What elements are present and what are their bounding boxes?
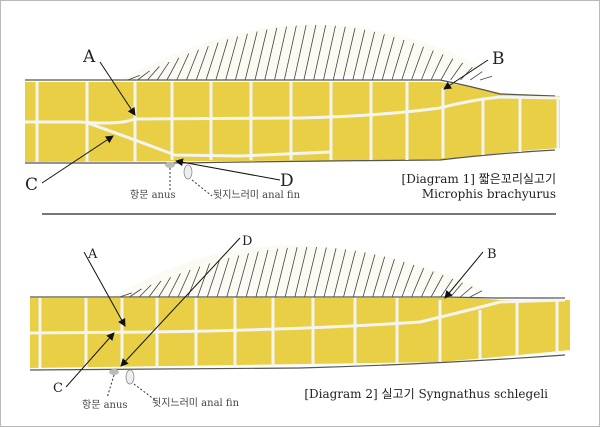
anal-fin-label-2: 뒷지느러미 anal fin <box>152 396 240 409</box>
dorsal-fin-1 <box>120 24 490 80</box>
label-a-2: A <box>87 247 98 262</box>
label-d-1: D <box>280 171 294 191</box>
section-divider <box>42 213 556 215</box>
label-d-2: D <box>242 234 252 249</box>
label-c-2: C <box>53 381 63 396</box>
caption-1-line1: [Diagram 1] 짧은꼬리실고기 <box>402 172 556 186</box>
anal-fin-marker-1 <box>183 164 193 180</box>
anal-fin-marker-2 <box>125 369 135 385</box>
diagram-1: A B C D 항문 anus 뒷지느러미 anal fin [Diagram … <box>25 24 561 201</box>
anus-marker-1 <box>165 162 175 168</box>
anal-fin-label-1: 뒷지느러미 anal fin <box>213 188 301 201</box>
body-segments-1 <box>25 79 561 164</box>
body-segments-2 <box>29 296 570 371</box>
label-b-1: B <box>492 49 505 69</box>
label-a-1: A <box>82 47 96 67</box>
diagram-2: A B C D 항문 anus 뒷지느러미 anal fin [Diagram … <box>29 234 570 411</box>
caption-1-line2: Microphis brachyurus <box>422 187 556 201</box>
label-b-2: B <box>487 247 497 262</box>
anus-label-2: 항문 anus <box>82 399 128 411</box>
anus-marker-2 <box>109 369 119 375</box>
caption-2: [Diagram 2] 실고기 Syngnathus schlegeli <box>304 387 548 401</box>
anus-label-1: 항문 anus <box>130 189 176 201</box>
label-c-1: C <box>25 175 38 195</box>
